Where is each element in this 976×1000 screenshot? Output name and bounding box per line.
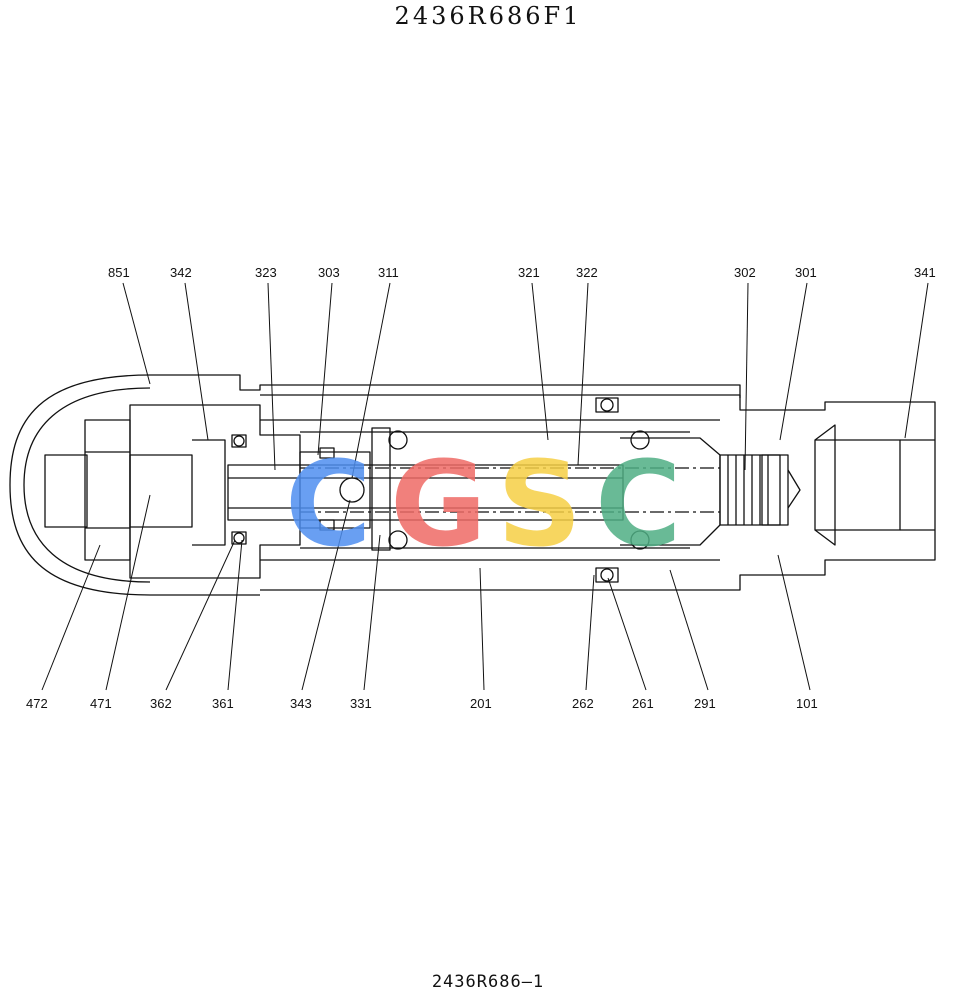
part-label: 322 — [576, 265, 598, 280]
spring-302 — [719, 454, 781, 526]
part-label: 323 — [255, 265, 277, 280]
part-label: 362 — [150, 696, 172, 711]
o-rings — [231, 397, 650, 583]
nut-472 — [84, 419, 131, 561]
part-label: 321 — [518, 265, 540, 280]
part-label: 201 — [470, 696, 492, 711]
page-title: 2436R686F1 — [394, 2, 582, 30]
part-label: 331 — [350, 696, 372, 711]
part-label: 472 — [26, 696, 48, 711]
part-label: 851 — [108, 265, 130, 280]
part-label: 261 — [632, 696, 654, 711]
part-label: 303 — [318, 265, 340, 280]
cable-loop-inner — [23, 387, 151, 583]
cap-341 — [814, 439, 901, 531]
housing-201 — [260, 394, 936, 591]
part-label: 361 — [212, 696, 234, 711]
part-label: 301 — [795, 265, 817, 280]
watermark-letter-c1: C — [285, 435, 372, 573]
watermark-letter-g: G — [390, 435, 487, 573]
watermark-letter-c2: C — [595, 435, 682, 573]
top-part-labels: 851 342 323 303 311 321 322 302 301 341 — [108, 265, 936, 280]
cable-loop — [9, 374, 260, 596]
part-label: 341 — [914, 265, 936, 280]
watermark: C G S C — [285, 435, 682, 573]
screw-471 — [44, 454, 88, 528]
watermark-letter-s: S — [497, 435, 582, 573]
part-label: 311 — [378, 265, 399, 280]
part-label: 262 — [572, 696, 594, 711]
part-label: 291 — [694, 696, 716, 711]
spool — [227, 464, 624, 521]
drawing-number: 2436R686—1 — [431, 972, 545, 992]
bottom-part-labels: 472 471 362 361 343 331 201 262 261 291 … — [26, 696, 818, 711]
part-label: 343 — [290, 696, 312, 711]
part-label: 471 — [90, 696, 112, 711]
part-label: 101 — [796, 696, 818, 711]
plug-342 — [129, 404, 301, 579]
part-label: 302 — [734, 265, 756, 280]
part-label: 342 — [170, 265, 192, 280]
seat-303 — [319, 447, 335, 459]
